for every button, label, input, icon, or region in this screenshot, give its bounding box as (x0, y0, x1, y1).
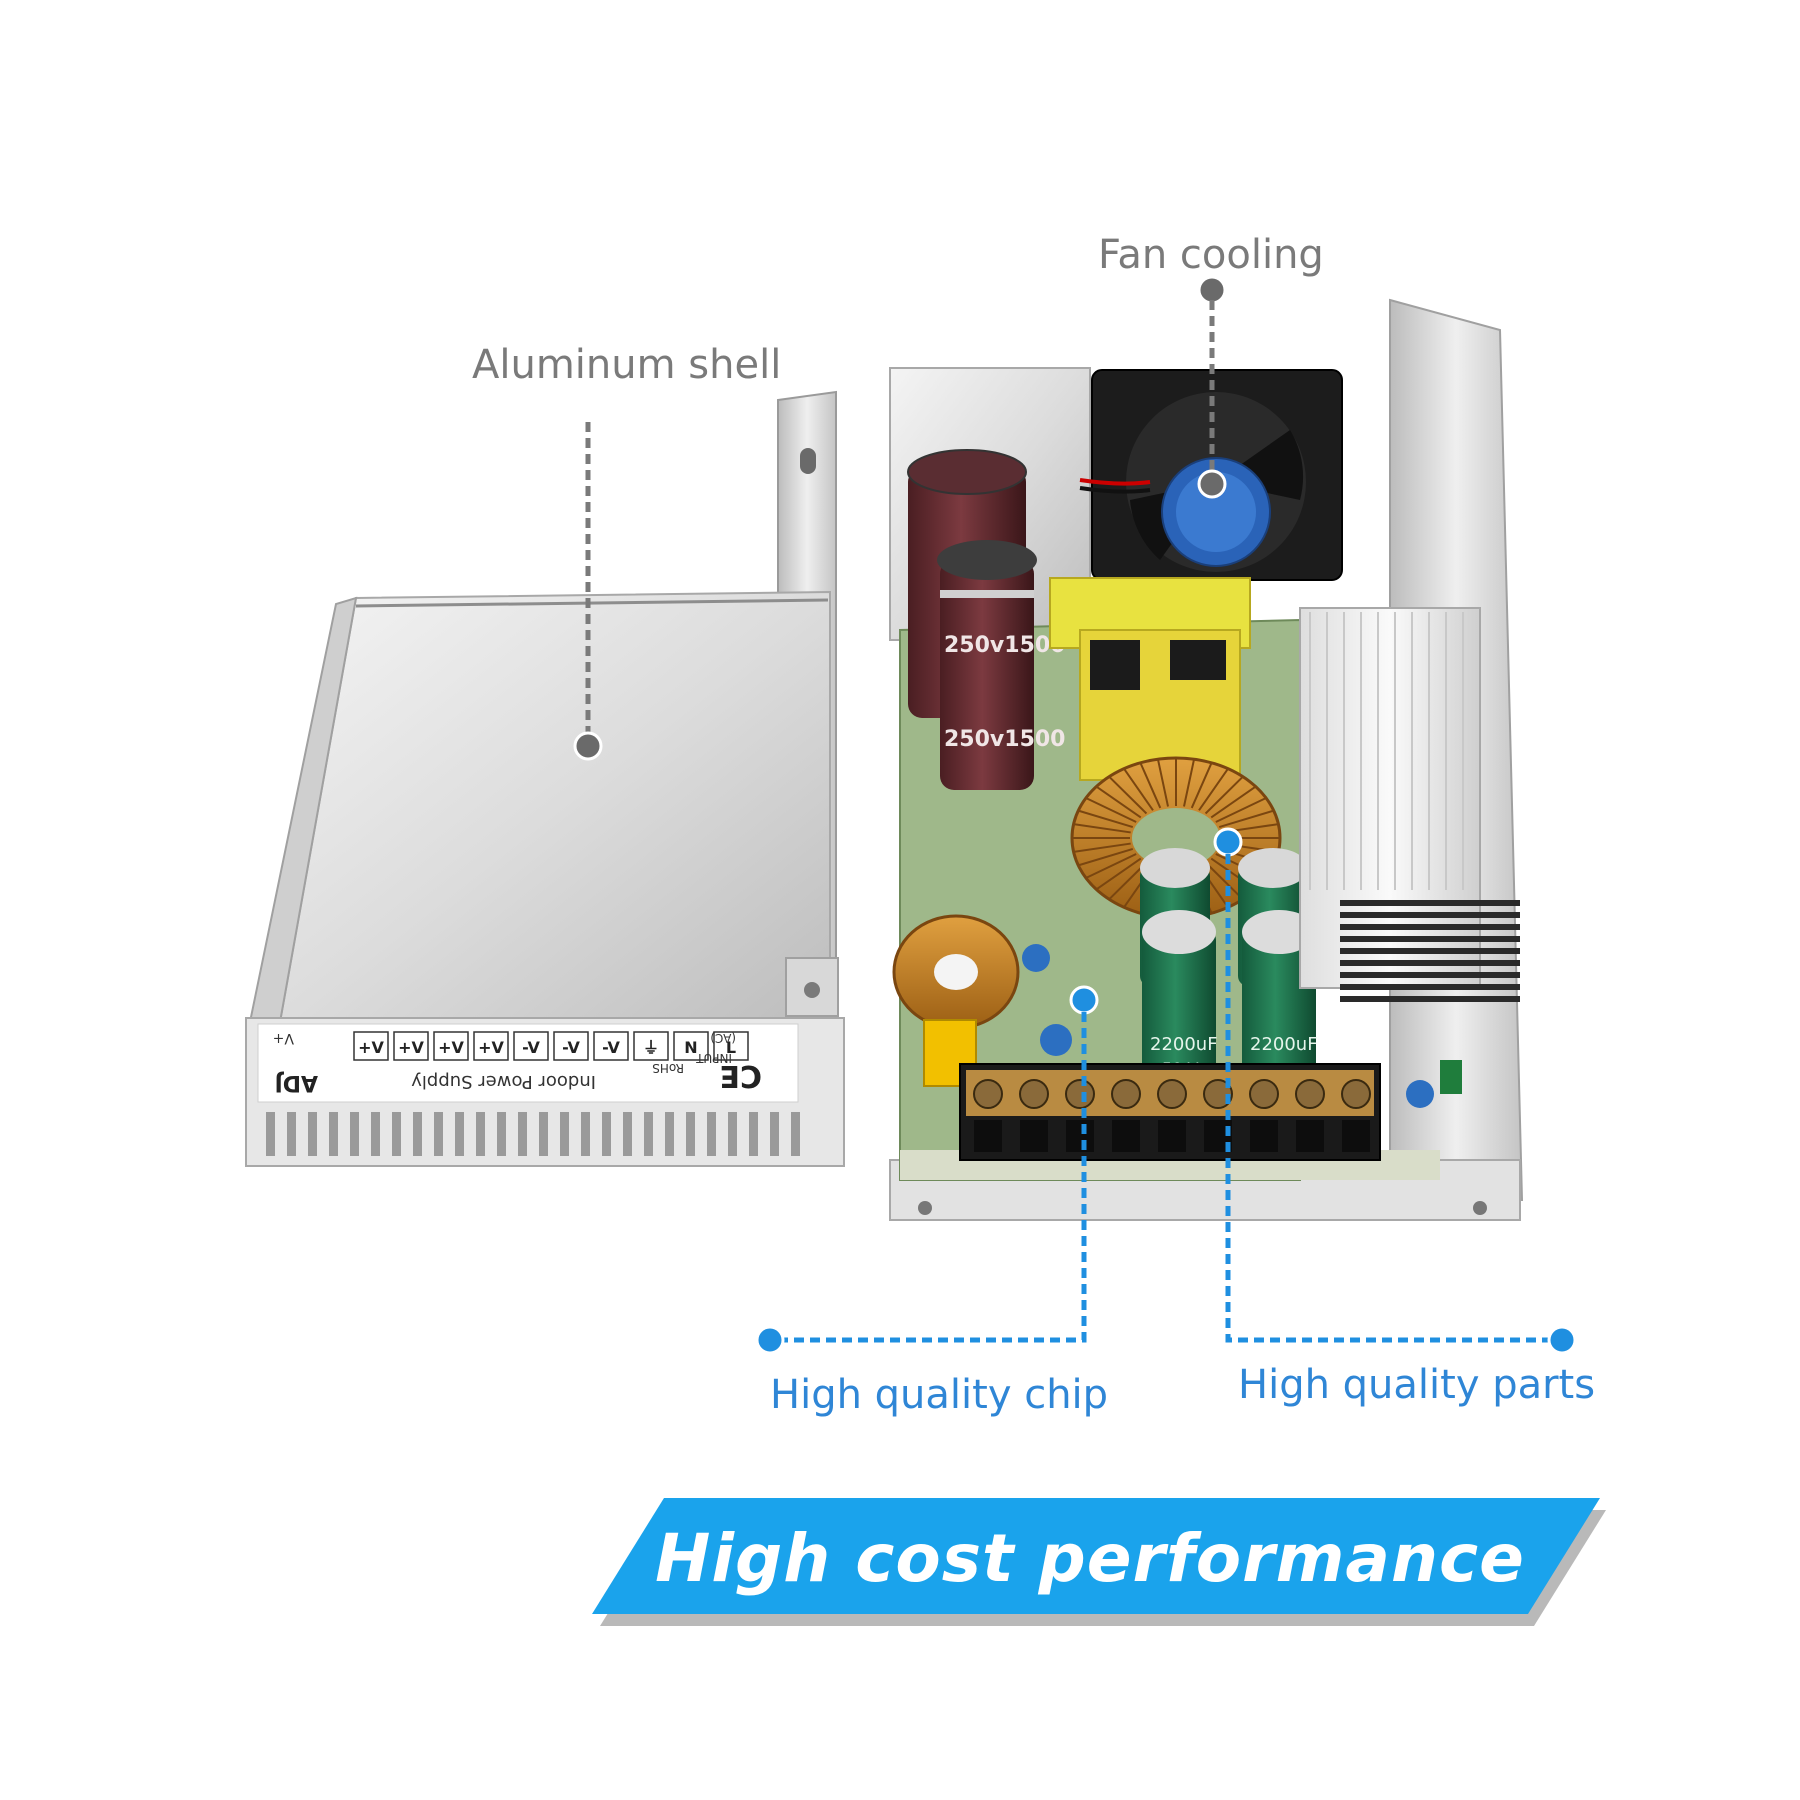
ac-label: (AC) (710, 1031, 736, 1045)
vent-slot (644, 1112, 653, 1156)
cap-label-top: 250v1500 (944, 633, 1066, 658)
vent-slot (707, 1112, 716, 1156)
terminal-label-text: -V (602, 1038, 620, 1057)
output-capacitors: 2200uF 2200uF 50 V (1140, 848, 1318, 1100)
terminal-label-text: -V (522, 1038, 540, 1057)
terminal-labels: +V +V +V +V -V -V -V ⏚ N L (353, 1031, 749, 1061)
terminal-label-text: -V (562, 1038, 580, 1057)
terminal-label-text: ⏚ (643, 1038, 659, 1057)
callout-chip (755, 985, 1099, 1355)
callout-dot-parts-end (1547, 1325, 1577, 1355)
terminal-block (959, 1063, 1381, 1161)
vent-slot (392, 1112, 401, 1156)
cap-green-label-right: 2200uF (1250, 1034, 1318, 1055)
cooling-fan (1079, 369, 1343, 581)
terminal-label-box (713, 1031, 749, 1061)
rohs-mark: RoHS (652, 1061, 684, 1075)
vent-slot (539, 1112, 548, 1156)
vent-slot (308, 1112, 317, 1156)
callout-dot-aluminum (573, 731, 603, 761)
callout-parts (1213, 827, 1577, 1355)
vent-slot (728, 1112, 737, 1156)
terminal-label-box (633, 1031, 669, 1061)
terminal-label-box (433, 1031, 469, 1061)
vent-slot (686, 1112, 695, 1156)
callout-label-chip: High quality chip (770, 1372, 1109, 1418)
vent-slot (413, 1112, 422, 1156)
transformer (1049, 577, 1251, 781)
callout-label-aluminum-shell: Aluminum shell (472, 342, 782, 388)
callout-fan (1197, 275, 1227, 499)
product-text: Indoor Power Supply (411, 1071, 596, 1092)
vent-slots (266, 1112, 800, 1156)
terminal-label-text: +V (438, 1038, 464, 1057)
shell-top-plate (278, 590, 831, 1024)
cap-label-bottom: 250v1500 (944, 727, 1066, 752)
vent-slot (518, 1112, 527, 1156)
banner (592, 1498, 1606, 1626)
banner-shape (592, 1498, 1600, 1614)
vent-slot (749, 1112, 758, 1156)
aluminum-shell: +V +V +V +V -V -V -V ⏚ N L ADJ V+ Indoor Power Su… (245, 390, 845, 1167)
terminal-label-text: +V (398, 1038, 424, 1057)
vent-slot (455, 1112, 464, 1156)
ce-mark: CE (719, 1058, 762, 1093)
vent-slot (791, 1112, 800, 1156)
vent-slot (371, 1112, 380, 1156)
callout-dot-chip-end (755, 1325, 785, 1355)
callout-dot-fan-top (1197, 275, 1227, 305)
callout-aluminum (573, 422, 603, 761)
vent-slot (434, 1112, 443, 1156)
callout-dot-chip-source (1069, 985, 1099, 1015)
callout-label-fan-cooling: Fan cooling (1098, 232, 1324, 278)
v-plus-label: V+ (273, 1030, 294, 1046)
terminal-label-box (393, 1031, 429, 1061)
callout-dot-parts-source (1213, 827, 1243, 857)
callout-label-parts: High quality parts (1238, 1362, 1596, 1408)
vent-slot (476, 1112, 485, 1156)
flange-hole (800, 448, 816, 474)
vent-slot (665, 1112, 674, 1156)
callout-dot-fan (1197, 469, 1227, 499)
terminal-label-box (513, 1031, 549, 1061)
vent-slot (770, 1112, 779, 1156)
terminal-label-text: +V (358, 1038, 384, 1057)
open-power-supply: 250v1500 250v1500 (889, 298, 1524, 1221)
vent-slot (329, 1112, 338, 1156)
banner-text: High cost performance (655, 1519, 1525, 1597)
cap-green-label-left: 2200uF (1150, 1034, 1218, 1055)
terminal-label-text: L (726, 1038, 736, 1057)
vent-slot (266, 1112, 275, 1156)
terminal-label-box (553, 1031, 589, 1061)
terminal-label-text: +V (478, 1038, 504, 1057)
bulk-capacitors: 250v1500 250v1500 (907, 449, 1066, 790)
vent-slot (623, 1112, 632, 1156)
vent-slot (350, 1112, 359, 1156)
heatsink (1299, 607, 1520, 1002)
terminal-label-box (673, 1031, 709, 1061)
vent-slot (581, 1112, 590, 1156)
toroid-coil-small (892, 914, 1020, 1030)
terminal-label-box (593, 1031, 629, 1061)
input-label: INPUT (695, 1051, 732, 1065)
vent-slot (497, 1112, 506, 1156)
terminal-label-box (473, 1031, 509, 1061)
vent-slot (560, 1112, 569, 1156)
terminal-label-box (353, 1031, 389, 1061)
adj-label: ADJ (275, 1070, 318, 1095)
vent-slot (287, 1112, 296, 1156)
vent-slot (602, 1112, 611, 1156)
terminal-label-text: N (684, 1038, 697, 1057)
